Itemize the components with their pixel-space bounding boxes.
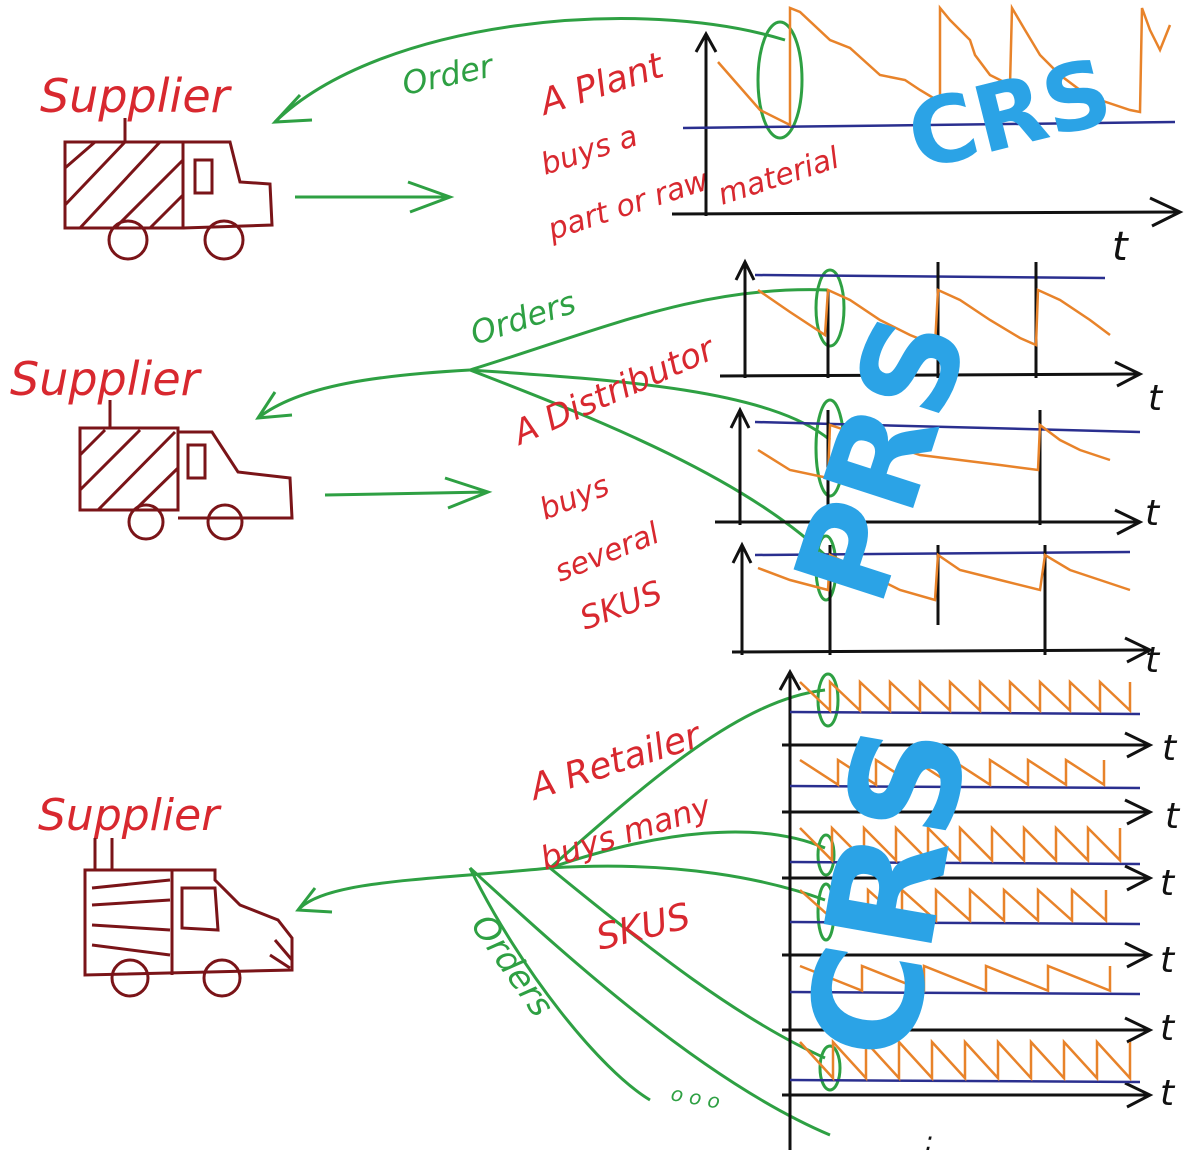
retail-x-axis-arrow xyxy=(1124,941,1154,969)
more-charts-mark: : xyxy=(925,1127,934,1157)
retail-inventory-line xyxy=(799,824,1122,864)
axis-label-t: t xyxy=(1145,640,1161,681)
axis-label-t: t xyxy=(1160,1073,1176,1114)
delivery-arrow xyxy=(295,180,455,214)
buyer-line-4: SKUS xyxy=(575,573,667,638)
inventory-chart: t xyxy=(731,541,1161,681)
axis-label-t: t xyxy=(1160,1008,1176,1049)
retail-inventory-line xyxy=(799,757,1106,788)
retail-x-axis-arrow xyxy=(1124,1016,1154,1044)
section-plant: Supplier Order A Plant buys a part or ra… xyxy=(40,3,1184,270)
retail-inventory-line xyxy=(799,1038,1132,1082)
buyer-line-2: buys xyxy=(535,468,614,527)
supplier-label: Supplier xyxy=(40,69,233,123)
section-retailer: Supplier Orders o o o A R xyxy=(38,668,1154,1157)
buyer-line-1: A Plant xyxy=(533,45,670,124)
supplier-label: Supplier xyxy=(38,790,222,841)
buyer-line-2: buys a xyxy=(537,119,642,183)
inventory-chart: t xyxy=(715,406,1161,536)
retail-x-axis-arrow xyxy=(1124,731,1154,759)
order-arrows xyxy=(255,268,846,602)
retail-reorder-line xyxy=(789,990,1141,996)
retail-x-axis-arrow xyxy=(1124,864,1154,892)
order-arrow xyxy=(271,17,804,140)
axis-label-t: t xyxy=(1160,863,1176,904)
retail-reorder-line xyxy=(789,784,1141,790)
truck-icon xyxy=(78,426,294,541)
retail-x-axis-arrow xyxy=(1124,1081,1154,1109)
retail-reorder-line xyxy=(789,920,1141,926)
retail-inventory-line xyxy=(799,887,1108,924)
axis-label-t: t xyxy=(1162,728,1178,769)
truck-icon xyxy=(83,868,294,998)
retail-reorder-line xyxy=(789,860,1141,866)
supplier-label: Supplier xyxy=(10,352,203,406)
axis-label-t: t xyxy=(1160,940,1176,981)
orders-label: Orders xyxy=(466,283,581,353)
retail-reorder-line xyxy=(789,1078,1141,1084)
buyer-line-4: material xyxy=(714,140,845,212)
orders-label: Orders xyxy=(463,907,562,1024)
x-axis xyxy=(671,210,1181,216)
retail-x-axis-arrow xyxy=(1124,798,1154,826)
axis-label-t: t xyxy=(1165,796,1181,837)
section-distributor: Supplier Orders A Distributor buys se xyxy=(10,258,1164,681)
truck-icon xyxy=(63,140,274,261)
inventory-chart: t xyxy=(719,258,1164,419)
retail-inventory-line xyxy=(799,964,1112,993)
buyer-line-3: SKUS xyxy=(592,896,694,959)
delivery-arrow xyxy=(324,476,493,510)
order-arrows xyxy=(295,672,842,1137)
retail-inventory-line xyxy=(799,679,1132,714)
policy-label-crs: CRS xyxy=(897,38,1121,191)
axis-label-t: t xyxy=(1145,493,1161,534)
inventory-chart: t xyxy=(671,3,1184,270)
inventory-line xyxy=(717,3,1172,128)
reorder-level-line xyxy=(682,120,1176,130)
order-label: Order xyxy=(399,46,498,103)
more-orders-mark: o o o xyxy=(669,1081,722,1113)
retail-charts xyxy=(782,679,1154,1109)
axis-label-t: t xyxy=(1148,378,1164,419)
retail-reorder-line xyxy=(789,710,1141,716)
axis-label-t: t xyxy=(1112,224,1129,270)
